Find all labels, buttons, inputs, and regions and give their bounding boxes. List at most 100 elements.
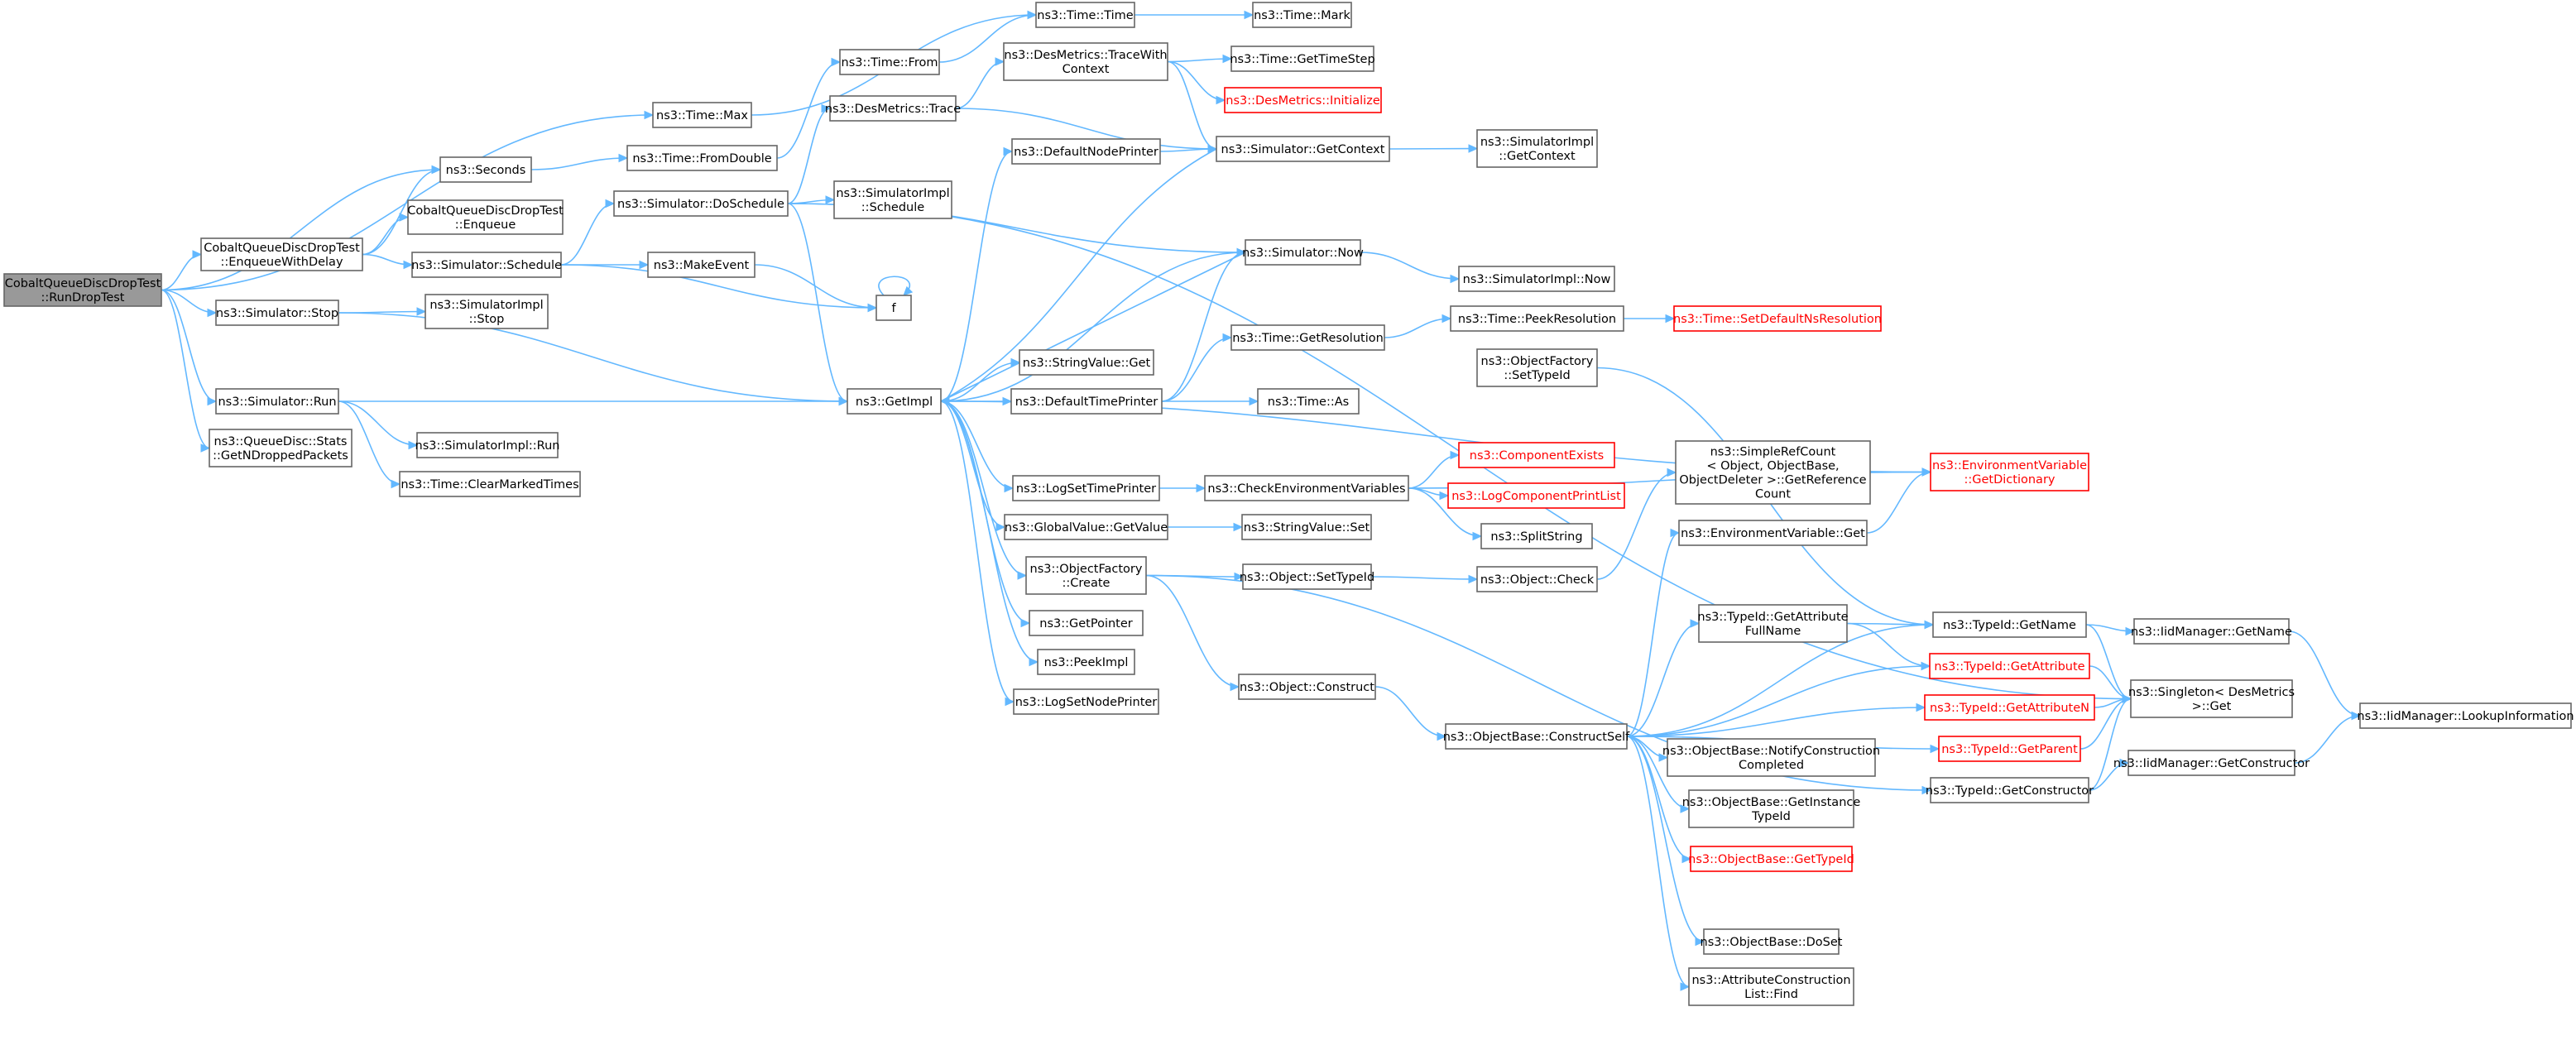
node-enq-delay[interactable]: CobaltQueueDiscDropTest::EnqueueWithDela… [200, 237, 363, 271]
edge-line [362, 216, 409, 256]
node-object-construct[interactable]: ns3::Object::Construct [1238, 674, 1376, 700]
node-default-nodeprinter[interactable]: ns3::DefaultNodePrinter [1011, 138, 1161, 165]
node-makeevent[interactable]: ns3::MakeEvent [647, 252, 756, 278]
node-label: ns3::Time::PeekResolution [1458, 313, 1616, 326]
edge-objbase_constructself-to-typeid_getattributen [1626, 702, 1926, 737]
edge-line [338, 400, 418, 446]
node-time-as[interactable]: ns3::Time::As [1257, 388, 1360, 415]
node-box [1003, 42, 1168, 81]
node-getimpl[interactable]: ns3::GetImpl [847, 388, 942, 415]
node-logsettimeprinter[interactable]: ns3::LogSetTimePrinter [1012, 475, 1160, 501]
node-time-peekres[interactable]: ns3::Time::PeekResolution [1450, 305, 1624, 332]
node-logcomp-printlist[interactable]: ns3::LogComponentPrintList [1447, 482, 1625, 509]
node-box [613, 190, 789, 217]
node-object-settypeid[interactable]: ns3::Object::SetTypeId [1240, 563, 1374, 590]
node-iidmanager-getconstructor[interactable]: ns3::IidManager::GetConstructor [2113, 750, 2310, 776]
node-time-mark[interactable]: ns3::Time::Mark [1252, 2, 1352, 28]
node-envvar-getdict[interactable]: ns3::EnvironmentVariable::GetDictionary [1930, 453, 2089, 491]
node-objbase-doset[interactable]: ns3::ObjectBase::DoSet [1701, 928, 1843, 955]
node-singleton-get[interactable]: ns3::Singleton< DesMetrics>::Get [2128, 679, 2295, 718]
node-getpointer[interactable]: ns3::GetPointer [1029, 610, 1144, 636]
node-objbase-gettypeid[interactable]: ns3::ObjectBase::GetTypeId [1688, 846, 1854, 872]
node-label: >::Get [2192, 700, 2232, 713]
node-time-setdefault[interactable]: ns3::Time::SetDefaultNsResolution [1673, 305, 1882, 332]
node-time-getres[interactable]: ns3::Time::GetResolution [1230, 324, 1385, 351]
node-sim-schedule[interactable]: ns3::Simulator::Schedule [411, 252, 562, 278]
node-typeid-getattribute[interactable]: ns3::TypeId::GetAttribute [1929, 653, 2090, 679]
node-enqueue[interactable]: CobaltQueueDiscDropTest::Enqueue [407, 199, 564, 235]
node-des-initialize[interactable]: ns3::DesMetrics::Initialize [1224, 87, 1382, 113]
node-label: ns3::SimpleRefCount [1710, 445, 1836, 458]
node-sim-doschedule[interactable]: ns3::Simulator::DoSchedule [613, 190, 789, 217]
node-label: ns3::TypeId::GetConstructor [1926, 784, 2094, 798]
node-objbase-notify[interactable]: ns3::ObjectBase::NotifyConstructionCompl… [1662, 738, 1880, 777]
node-typeid-getattributen[interactable]: ns3::TypeId::GetAttributeN [1924, 694, 2095, 721]
node-simimpl-schedule[interactable]: ns3::SimulatorImpl::Schedule [833, 180, 952, 219]
node-default-timeprinter[interactable]: ns3::DefaultTimePrinter [1010, 388, 1163, 415]
node-des-trace[interactable]: ns3::DesMetrics::Trace [825, 95, 961, 122]
node-time-gettimestep[interactable]: ns3::Time::GetTimeStep [1230, 46, 1375, 72]
node-objfactory-settypeid[interactable]: ns3::ObjectFactory::SetTypeId [1476, 348, 1598, 387]
node-objfactory-create[interactable]: ns3::ObjectFactory::Create [1025, 556, 1147, 595]
node-time-from[interactable]: ns3::Time::From [839, 49, 940, 75]
node-stringvalue-get[interactable]: ns3::StringValue::Get [1019, 349, 1154, 376]
node-sim-stop[interactable]: ns3::Simulator::Stop [215, 300, 339, 326]
edge-arrowhead [403, 260, 414, 270]
node-stringvalue-set[interactable]: ns3::StringValue::Set [1241, 514, 1372, 540]
edge-objfactory_create-to-object_construct [1145, 574, 1240, 692]
node-simimpl-now[interactable]: ns3::SimulatorImpl::Now [1458, 266, 1615, 292]
node-time-time[interactable]: ns3::Time::Time [1035, 2, 1135, 28]
node-label: ns3::SimulatorImpl::Now [1463, 273, 1611, 286]
node-envvar-get[interactable]: ns3::EnvironmentVariable::Get [1678, 520, 1868, 546]
edge-arrowhead [1216, 95, 1226, 105]
edge-line [940, 400, 1005, 528]
node-objbase-constructself[interactable]: ns3::ObjectBase::ConstructSelf [1443, 723, 1630, 750]
node-check-envvars[interactable]: ns3::CheckEnvironmentVariables [1204, 475, 1409, 501]
node-box [1013, 688, 1159, 715]
node-seconds[interactable]: ns3::Seconds [439, 156, 532, 183]
node-f[interactable]: f [875, 295, 912, 321]
node-peekimpl[interactable]: ns3::PeekImpl [1037, 649, 1135, 675]
edge-root-to-sim_run [161, 289, 218, 406]
node-object-check[interactable]: ns3::Object::Check [1476, 566, 1598, 592]
node-time-fromdouble[interactable]: ns3::Time::FromDouble [626, 145, 778, 171]
edge-arrowhead [408, 440, 419, 450]
node-time-max[interactable]: ns3::Time::Max [652, 102, 752, 128]
node-label: ns3::Time::From [842, 56, 938, 70]
node-qd-stats[interactable]: ns3::QueueDisc::Stats::GetNDroppedPacket… [209, 429, 353, 467]
node-label: TypeId [1751, 810, 1791, 823]
edge-line [161, 289, 217, 402]
node-simimpl-getcontext[interactable]: ns3::SimulatorImpl::GetContext [1476, 129, 1598, 168]
node-sim-now[interactable]: ns3::Simulator::Now [1242, 239, 1364, 266]
edge-line [2085, 624, 2132, 700]
node-simplerefcount[interactable]: ns3::SimpleRefCount< Object, ObjectBase,… [1675, 440, 1871, 505]
node-logsetnodeprinter[interactable]: ns3::LogSetNodePrinter [1013, 688, 1159, 715]
node-typeid-getparent[interactable]: ns3::TypeId::GetParent [1938, 736, 2081, 762]
node-box [1476, 348, 1598, 387]
node-label: < Object, ObjectBase, [1706, 459, 1839, 472]
edge-arrowhead [831, 57, 842, 67]
node-iidmanager-getname[interactable]: ns3::IidManager::GetName [2131, 618, 2292, 645]
node-root[interactable]: CobaltQueueDiscDropTest::RunDropTest [3, 273, 162, 307]
node-clear-marked[interactable]: ns3::Time::ClearMarkedTimes [399, 471, 581, 497]
node-simimpl-stop[interactable]: ns3::SimulatorImpl::Stop [425, 294, 549, 329]
node-component-exists[interactable]: ns3::ComponentExists [1458, 442, 1615, 468]
node-box [1252, 2, 1352, 28]
node-label: ::GetDictionary [1964, 473, 2056, 487]
node-globalvalue-getvalue[interactable]: ns3::GlobalValue::GetValue [1004, 514, 1168, 540]
node-box [1230, 46, 1374, 72]
node-simimpl-run[interactable]: ns3::SimulatorImpl::Run [415, 432, 560, 458]
edge-line [161, 169, 441, 291]
node-iidmanager-lookupinfo[interactable]: ns3::IidManager::LookupInformation [2357, 702, 2574, 729]
node-sim-run[interactable]: ns3::Simulator::Run [215, 388, 339, 415]
node-typeid-getconstructor[interactable]: ns3::TypeId::GetConstructor [1926, 777, 2094, 803]
node-splitstring[interactable]: ns3::SplitString [1480, 523, 1593, 549]
node-label: ns3::TypeId::GetAttribute [1697, 611, 1848, 624]
edge-arrowhead [2122, 694, 2132, 703]
node-sim-getcontext[interactable]: ns3::Simulator::GetContext [1216, 136, 1390, 162]
node-typeid-getname[interactable]: ns3::TypeId::GetName [1932, 611, 2087, 638]
